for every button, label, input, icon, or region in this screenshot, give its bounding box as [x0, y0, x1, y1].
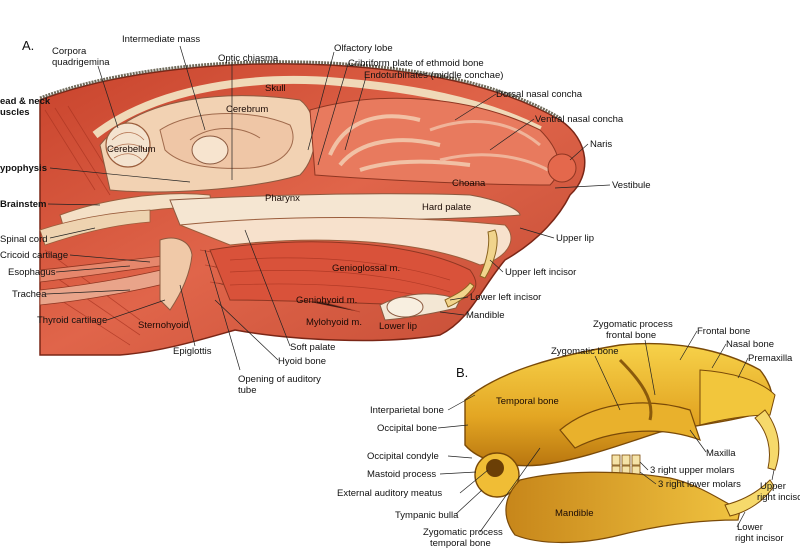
lower-incisor-skull — [724, 479, 775, 517]
label-intermediate-mass: Intermediate mass — [122, 34, 200, 45]
label-auditory-1: Opening of auditory — [238, 374, 321, 385]
label-mylohyoid: Mylohyoid m. — [306, 317, 362, 328]
head-section-illustration — [39, 60, 586, 356]
label-occipital-bone: Occipital bone — [377, 423, 437, 434]
label-brainstem: Brainstem — [0, 199, 46, 210]
label-hard-palate: Hard palate — [422, 202, 471, 213]
panel-a-label: A. — [22, 38, 34, 53]
label-dorsal-concha: Dorsal nasal concha — [496, 89, 583, 100]
label-temporal-bone: Temporal bone — [496, 396, 559, 407]
label-upper-incisor-2: right incisor — [757, 492, 800, 503]
label-sternohyoid: Sternohyoid — [138, 320, 189, 331]
label-ventral-concha: Ventral nasal concha — [535, 114, 624, 125]
skull-illustration — [464, 342, 780, 544]
label-lower-lip: Lower lip — [379, 321, 417, 332]
label-hyoid: Hyoid bone — [278, 356, 326, 367]
label-optic-chiasma: Optic chiasma — [218, 53, 279, 64]
label-interparietal: Interparietal bone — [370, 405, 444, 416]
label-zygo-temporal-2: temporal bone — [430, 538, 491, 549]
label-zygo-temporal-1: Zygomatic process — [423, 527, 503, 538]
skull-band — [92, 76, 542, 139]
label-zygo-frontal-2: frontal bone — [606, 330, 656, 341]
label-olfactory-lobe: Olfactory lobe — [334, 43, 393, 54]
label-head-neck-1: ead & neck — [0, 96, 51, 107]
label-ext-auditory: External auditory meatus — [337, 488, 442, 499]
label-endoturbinates: Endoturbinates (middle conchae) — [364, 70, 503, 81]
label-lower-left-incisor: Lower left incisor — [470, 292, 541, 303]
label-upper-left-incisor: Upper left incisor — [505, 267, 576, 278]
label-lower-incisor-1: Lower — [737, 522, 763, 533]
label-mandible-b: Mandible — [555, 508, 594, 519]
label-auditory-2: tube — [238, 385, 257, 396]
label-zygo-frontal-1: Zygomatic process — [593, 319, 673, 330]
label-frontal-bone: Frontal bone — [697, 326, 750, 337]
label-spinal-cord: Spinal cord — [0, 234, 48, 245]
label-soft-palate: Soft palate — [290, 342, 335, 353]
label-maxilla: Maxilla — [706, 448, 736, 459]
label-pharynx: Pharynx — [265, 193, 300, 204]
label-cerebellum: Cerebellum — [107, 144, 156, 155]
label-mastoid: Mastoid process — [367, 469, 436, 480]
label-naris: Naris — [590, 139, 612, 150]
skull-label-group: B. Zygomatic process frontal bone Fronta… — [337, 319, 800, 549]
label-occipital-condyle: Occipital condyle — [367, 451, 439, 462]
head-label-group: A. Intermediate mass Corpora quadrigemin… — [0, 34, 651, 396]
label-nasal-bone: Nasal bone — [726, 339, 774, 350]
label-upper-molars: 3 right upper molars — [650, 465, 735, 476]
label-choana: Choana — [452, 178, 486, 189]
label-corpora-1: Corpora — [52, 46, 87, 57]
mandible-skull — [505, 471, 741, 544]
label-upper-lip: Upper lip — [556, 233, 594, 244]
label-premaxilla: Premaxilla — [748, 353, 793, 364]
label-cerebrum: Cerebrum — [226, 104, 268, 115]
label-zygomatic-bone: Zygomatic bone — [551, 346, 619, 357]
label-thyroid: Thyroid cartilage — [37, 315, 107, 326]
lower-incisor — [444, 282, 475, 308]
label-lower-incisor-2: right incisor — [735, 533, 784, 544]
label-head-neck-2: uscles — [0, 107, 30, 118]
label-cricoid: Cricoid cartilage — [0, 250, 68, 261]
label-epiglottis: Epiglottis — [173, 346, 212, 357]
label-geniohyoid: Geniohyoid m. — [296, 295, 357, 306]
zygomatic-arch — [559, 402, 701, 449]
label-esophagus: Esophagus — [8, 267, 56, 278]
label-lower-molars: 3 right lower molars — [658, 479, 741, 490]
label-mandible-a: Mandible — [466, 310, 505, 321]
label-upper-incisor-1: Upper — [760, 481, 786, 492]
upper-incisor-skull — [754, 409, 780, 471]
label-vestibule: Vestibule — [612, 180, 651, 191]
label-cribriform: Cribriform plate of ethmoid bone — [348, 58, 484, 69]
label-hypophysis: ypophysis — [0, 163, 47, 174]
panel-b-label: B. — [456, 365, 468, 380]
label-genioglossal: Genioglossal m. — [332, 263, 400, 274]
fur-edge — [39, 60, 561, 120]
label-skull: Skull — [265, 83, 286, 94]
oral-cavity — [179, 217, 512, 266]
upper-incisor — [479, 229, 498, 279]
label-corpora-2: quadrigemina — [52, 57, 110, 68]
label-tympanic: Tympanic bulla — [395, 510, 459, 521]
label-trachea: Trachea — [12, 289, 47, 300]
